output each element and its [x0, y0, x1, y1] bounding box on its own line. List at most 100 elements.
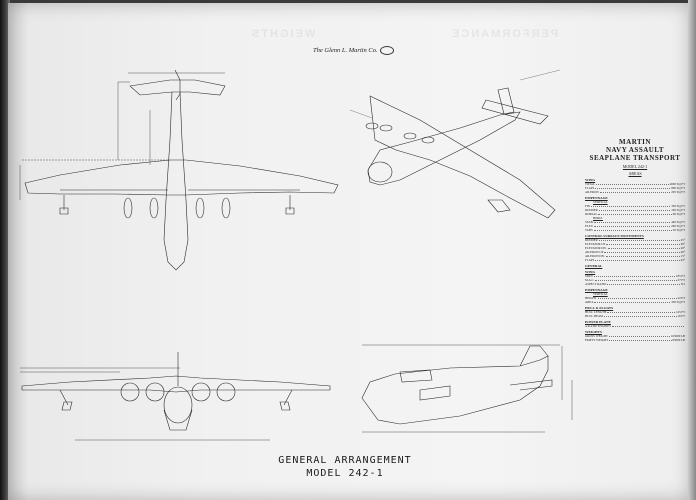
spec-areas-heading: AREAS — [628, 171, 642, 176]
spec-row-label: TABS — [585, 228, 593, 232]
spec-row: AILERON DN. 15° — [585, 254, 685, 258]
spec-row-label: ELEV. — [585, 224, 594, 228]
spec-row-value: 16 FT — [677, 314, 685, 318]
spec-row: ELEV. 260 SQ FT — [585, 224, 685, 228]
spec-row-leader — [597, 296, 677, 299]
spec-row-value: 800 SQ FT — [671, 186, 685, 190]
spec-section-heading: HULL & FLOATS — [585, 306, 614, 310]
spec-row: STAB. 440 SQ FT — [585, 220, 685, 224]
spec-row-leader — [594, 300, 671, 303]
spec-row-leader — [606, 242, 680, 245]
spec-row-label: RUDDER — [585, 208, 598, 212]
spec-row-value: 30 SQ FT — [672, 228, 685, 232]
spec-row: RUDDER 190 SQ FT — [585, 208, 685, 212]
spec-row-leader — [594, 224, 671, 227]
spec-row-value: 330 SQ FT — [671, 300, 685, 304]
spec-row-label: 4-R-4360 ENGINES — [585, 324, 611, 328]
spec-row-leader — [608, 334, 670, 337]
spec-section-heading: POWER PLANT — [585, 320, 611, 324]
martin-logo-icon — [380, 46, 395, 55]
spec-row-leader — [598, 208, 671, 211]
spec-header-line-3: SEAPLANE TRANSPORT — [589, 154, 681, 162]
spec-model: MODEL 242-1 — [622, 164, 648, 169]
spec-row-value: 8.5 — [681, 282, 685, 286]
spec-row: ASPECT RATIO 8.5 — [585, 282, 685, 286]
spec-row: HEIGHT 22 FT — [585, 296, 685, 300]
spec-row-leader — [593, 228, 672, 231]
spec-row-leader — [595, 182, 669, 185]
spec-row-label: STAB. — [585, 220, 594, 224]
spec-row: 4-R-4360 ENGINES — [585, 324, 685, 328]
spec-section-heading: EMPENNAGE — [585, 288, 608, 292]
spec-row-label: HEIGHT — [585, 296, 597, 300]
spec-row-value: 25° — [680, 238, 685, 242]
spec-row: HULL LENGTH 145 FT — [585, 310, 685, 314]
spec-row-value: 190 SQ FT — [671, 208, 685, 212]
spec-row-label: RUDDER — [585, 238, 598, 242]
spec-row-leader — [595, 278, 677, 281]
spec-row-label: ELEVATOR UP — [585, 242, 606, 246]
spec-header-line-1: MARTIN — [619, 138, 651, 146]
spec-row-leader — [609, 338, 672, 341]
spec-subsection-heading: HORIZ. — [593, 216, 603, 220]
spec-row-leader — [605, 254, 680, 257]
drawing-sheet — [8, 3, 690, 500]
spec-section-heading: GENERAL — [585, 264, 603, 268]
perspective-view — [349, 69, 561, 219]
spec-section-heading: EMPENNAGE — [585, 196, 608, 200]
spec-subsection-heading: VERTICAL — [593, 200, 608, 204]
spec-row-value: 4000 SQ FT — [669, 182, 685, 186]
spec-row-leader — [611, 324, 684, 327]
spec-row-label: AREA — [585, 300, 594, 304]
spec-row-label: AILERON — [585, 190, 599, 194]
spec-row-value: 22 FT — [677, 296, 685, 300]
spec-row-leader — [591, 204, 671, 207]
spec-row-leader — [598, 238, 680, 241]
spec-row-label: FLAPS — [585, 186, 595, 190]
spec-row-value: 330 SQ FT — [671, 204, 685, 208]
spec-row-label: HULL BEAM — [585, 314, 603, 318]
spec-row-value: 20° — [680, 246, 685, 250]
spec-section-heading: WING — [585, 178, 596, 182]
spec-row-leader — [595, 186, 671, 189]
drawing-title: GENERAL ARRANGEMENT — [278, 455, 412, 466]
spec-row: AREA 330 SQ FT — [585, 300, 685, 304]
company-logo: The Glenn L. Martin Co. — [313, 46, 395, 55]
side-view — [361, 344, 573, 433]
spec-row-value: 15° — [680, 254, 685, 258]
spec-row-leader — [607, 310, 675, 313]
spec-row-label: ASPECT RATIO — [585, 282, 607, 286]
spec-row-label: DORSAL — [585, 212, 598, 216]
spec-section-heading: CONTROL SURFACE MOVEMENTS — [585, 234, 644, 238]
spec-row-value: 260 SQ FT — [671, 224, 685, 228]
spec-row: M.A.C.27 FT — [585, 278, 685, 282]
spec-row-label: AILERON DN. — [585, 254, 605, 258]
spec-row-value: 85000 LB — [672, 338, 685, 342]
spec-row-label: M.A.C. — [585, 278, 595, 282]
spec-row-value: 440 SQ FT — [671, 220, 685, 224]
spec-row-value: 145 FT — [675, 310, 685, 314]
spec-row-value: 165000 LB — [670, 334, 685, 338]
spec-header-line-2: NAVY ASSAULT — [605, 146, 665, 154]
spec-row-label: AILERON UP — [585, 250, 604, 254]
spec-row: ELEVATOR DN.20° — [585, 246, 685, 250]
spec-row-value: 60 SQ FT — [672, 212, 685, 216]
spec-section-heading: WEIGHTS — [585, 330, 602, 334]
company-name: The Glenn L. Martin Co. — [313, 46, 378, 54]
spec-row: FLAPS 800 SQ FT — [585, 186, 685, 190]
spec-row-leader — [603, 314, 677, 317]
spec-row-leader — [598, 212, 672, 215]
spec-section-heading: WING — [585, 270, 596, 274]
spec-row-label: HULL LENGTH — [585, 310, 607, 314]
page-edge — [688, 0, 696, 500]
